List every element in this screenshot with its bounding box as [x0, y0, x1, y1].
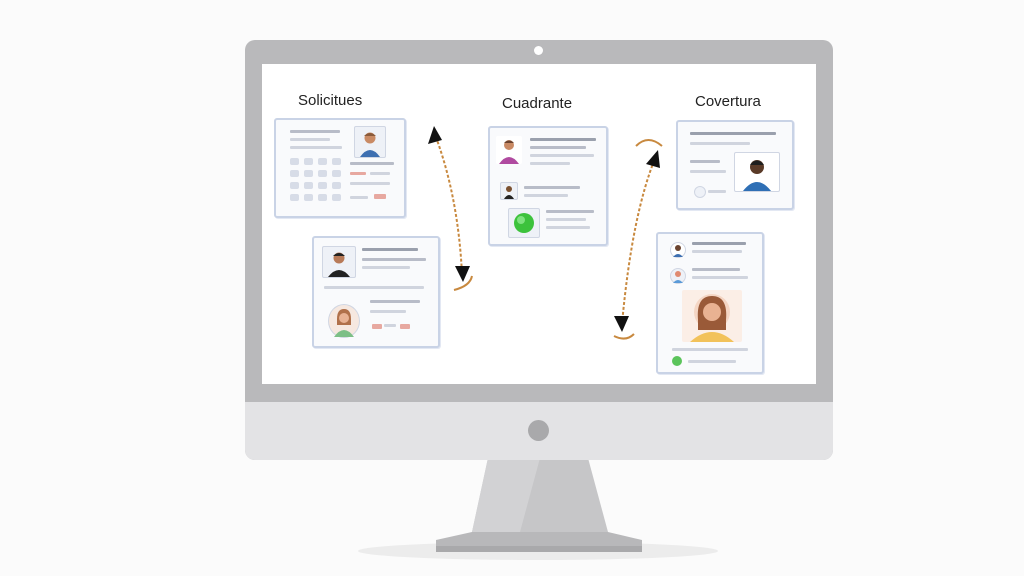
green-status-dot	[514, 213, 534, 233]
text-line	[370, 172, 390, 175]
form-tile	[304, 182, 313, 189]
text-line	[692, 250, 742, 253]
request-card	[274, 118, 406, 218]
text-line	[708, 190, 726, 193]
text-line	[384, 324, 396, 327]
text-line	[546, 210, 594, 213]
text-line	[524, 186, 580, 189]
form-tile	[290, 194, 299, 201]
person-avatar-icon	[743, 160, 771, 191]
text-line	[362, 258, 426, 261]
text-line	[692, 268, 740, 271]
text-line	[530, 138, 596, 141]
heading-cuadrante: Cuadrante	[502, 95, 573, 112]
green-status-dot	[672, 356, 682, 366]
avatar-frame	[328, 304, 360, 338]
heading-solicitudes: Solicitues	[298, 92, 363, 109]
avatar-frame	[354, 126, 386, 158]
gear-icon	[694, 186, 706, 198]
text-line	[290, 146, 342, 149]
power-button-icon	[528, 420, 549, 441]
person-avatar-icon	[360, 132, 380, 157]
text-line	[290, 130, 340, 133]
avatar-frame	[500, 182, 518, 200]
person-avatar-icon	[504, 186, 514, 199]
text-line	[350, 182, 390, 185]
form-tile	[304, 170, 313, 177]
arrow-solicitudes-cuadrante	[428, 126, 473, 291]
person-avatar-icon	[499, 140, 519, 164]
avatar-frame	[682, 290, 742, 342]
text-line	[530, 162, 570, 165]
status-frame	[508, 208, 540, 238]
text-line	[546, 226, 590, 229]
avatar-frame	[670, 268, 686, 284]
text-line	[692, 276, 748, 279]
text-line	[290, 138, 330, 141]
text-line	[370, 310, 406, 313]
person-avatar-icon	[334, 309, 354, 337]
text-line	[362, 266, 410, 269]
person-avatar-icon	[673, 271, 683, 283]
form-tile	[332, 194, 341, 201]
avatar-frame	[670, 242, 686, 258]
text-line	[350, 162, 394, 165]
monitor-icon: Solicitues Cuadrante Covertura	[245, 40, 833, 460]
avatar-frame	[496, 136, 522, 164]
text-line	[530, 146, 586, 149]
text-line	[400, 324, 410, 329]
form-tile	[290, 158, 299, 165]
text-line	[524, 194, 568, 197]
heading-cobertura: Covertura	[695, 93, 761, 110]
avatar-frame	[734, 152, 780, 192]
monitor-screen: Solicitues Cuadrante Covertura	[262, 64, 816, 384]
text-line	[370, 300, 420, 303]
coverage-card	[656, 232, 764, 374]
person-avatar-icon	[673, 245, 683, 257]
flow-arrows	[428, 126, 663, 340]
form-tile	[318, 170, 327, 177]
text-line	[530, 154, 594, 157]
person-avatar-icon	[328, 252, 350, 277]
person-avatar-icon	[690, 294, 734, 342]
form-tile	[332, 182, 341, 189]
form-tile	[318, 194, 327, 201]
text-line	[350, 196, 368, 199]
text-line	[324, 286, 424, 289]
coverage-card	[676, 120, 794, 210]
text-line	[688, 360, 736, 363]
camera-icon	[534, 46, 543, 55]
form-tile	[290, 182, 299, 189]
form-tile	[332, 170, 341, 177]
text-line	[546, 218, 586, 221]
text-line	[690, 170, 726, 173]
form-tile	[304, 158, 313, 165]
text-line	[690, 160, 720, 163]
text-line	[672, 348, 748, 351]
form-tile	[332, 158, 341, 165]
text-line	[690, 142, 750, 145]
text-line	[690, 132, 776, 135]
avatar-frame	[322, 246, 356, 278]
arrow-cuadrante-cobertura	[613, 139, 663, 340]
form-tile	[290, 170, 299, 177]
text-line	[350, 172, 366, 175]
text-line	[692, 242, 746, 245]
monitor-chin	[245, 402, 833, 460]
form-tile	[304, 194, 313, 201]
schedule-card	[488, 126, 608, 246]
text-line	[374, 194, 386, 199]
form-tile	[318, 182, 327, 189]
text-line	[372, 324, 382, 329]
form-tile	[318, 158, 327, 165]
text-line	[362, 248, 418, 251]
request-card	[312, 236, 440, 348]
